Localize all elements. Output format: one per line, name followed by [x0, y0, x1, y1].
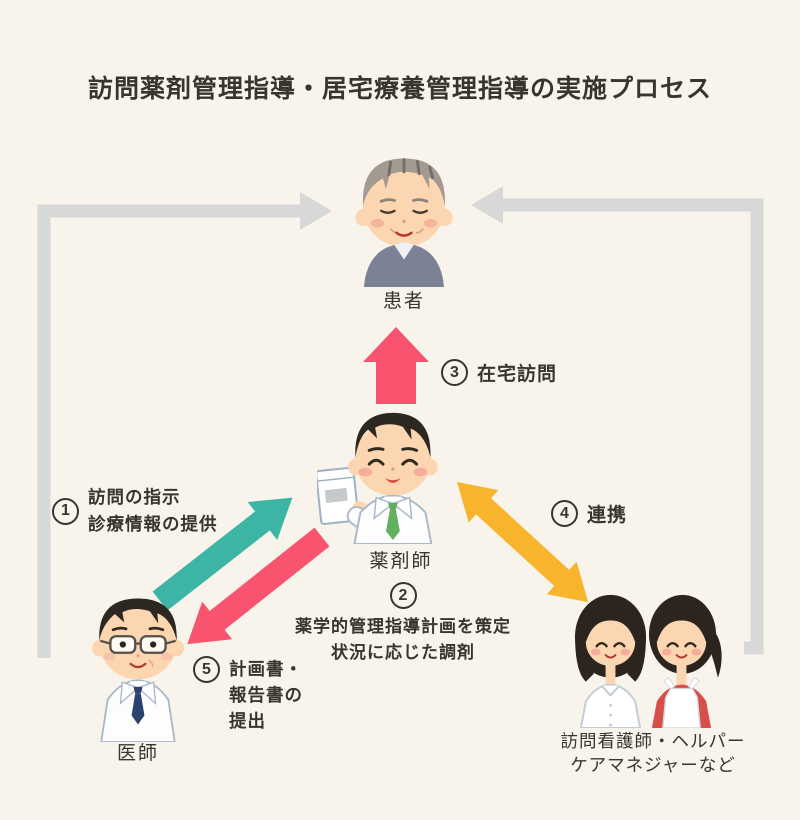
step-1-number: 1 [52, 497, 79, 525]
step-1-line1: 訪問の指示 [88, 487, 181, 507]
nurses-label-line2: ケアマネジャーなど [570, 755, 736, 775]
arrow-nurses-to-patient-gray [471, 186, 764, 655]
step-4-label: 4 連携 [551, 500, 627, 527]
medicine-bag-icon [317, 466, 360, 525]
arrow-pharmacist-to-doctor-pink [187, 527, 330, 645]
step-2-number: 2 [389, 582, 417, 609]
arrow-doctor-to-pharmacist-teal [152, 497, 293, 611]
nurses-label-line1: 訪問看護師・ヘルパー [560, 731, 746, 751]
step-2-label: 2 薬学的管理指導計画を策定 状況に応じた調剤 [278, 582, 528, 666]
pharmacist-label: 薬剤師 [369, 551, 433, 572]
step-5-number: 5 [193, 656, 220, 683]
arrow-pharmacist-to-patient-pink [363, 327, 429, 404]
doctor-label: 医師 [116, 743, 160, 764]
patient-label: 患者 [382, 291, 426, 312]
step-5-line1: 計画書・ [229, 659, 303, 679]
step-2-line2: 状況に応じた調剤 [331, 643, 475, 662]
doctor-illustration [92, 598, 184, 742]
step-2-line1: 薬学的管理指導計画を策定 [295, 617, 511, 636]
arrow-doctor-to-patient-gray [37, 192, 332, 658]
patient-illustration [355, 158, 453, 287]
arrow-pharmacist-nurses-yellow [457, 482, 589, 603]
step-4-text: 連携 [587, 505, 628, 526]
step-3-label: 3 在宅訪問 [441, 359, 557, 386]
step-3-text: 在宅訪問 [477, 364, 558, 385]
step-3-number: 3 [441, 359, 468, 386]
step-5-line3: 提出 [229, 711, 266, 731]
step-1-line2: 診療情報の提供 [88, 514, 218, 534]
step-1-label: 1 訪問の指示 診療情報の提供 [52, 484, 218, 538]
step-5-label: 5 計画書・ 報告書の 提出 [193, 656, 303, 734]
nurses-label: 訪問看護師・ヘルパー ケアマネジャーなど [561, 729, 746, 777]
step-5-line2: 報告書の [229, 685, 303, 705]
page-title: 訪問薬剤管理指導・居宅療養管理指導の実施プロセス [87, 74, 712, 103]
nurses-illustration [575, 594, 722, 728]
step-4-number: 4 [551, 500, 578, 527]
pharmacist-illustration [317, 412, 438, 544]
